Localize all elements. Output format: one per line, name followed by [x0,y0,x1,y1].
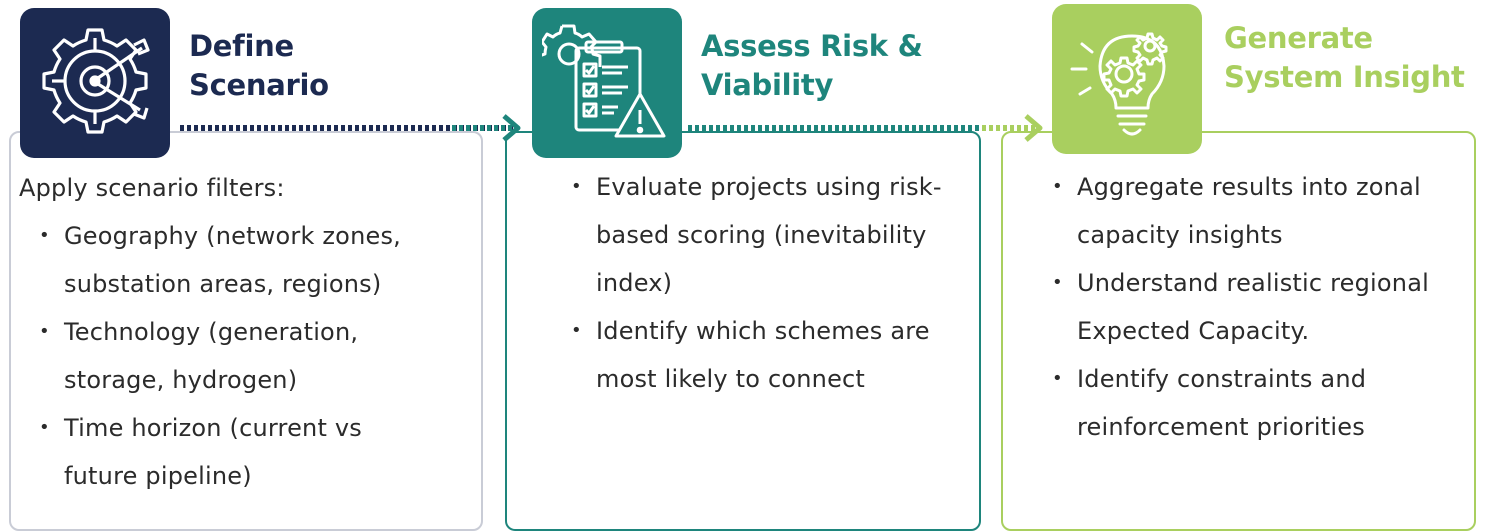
step-2-body: Evaluate projects using risk- based scor… [551,163,971,403]
step-2-icon-box [532,8,682,158]
connector-1-arrow [180,114,521,142]
step-3-icon-box [1052,4,1202,154]
list-item: Technology (generation, storage, hydroge… [19,308,469,404]
step-1-icon-box [20,8,170,158]
checklist-warning-icon [542,24,666,138]
step-3-bullet-list: Aggregate results into zonal capacity in… [1032,163,1472,451]
step-1-bullet-list: Geography (network zones, substation are… [19,212,469,500]
list-item: Identify constraints and reinforcement p… [1032,355,1472,451]
step-1-title: Define Scenario [189,29,329,102]
list-item: Evaluate projects using risk- based scor… [551,163,971,307]
step-1-intro: Apply scenario filters: [19,174,285,202]
step-1-body: Apply scenario filters: Geography (netwo… [19,164,469,500]
step-2-title: Assess Risk & Viability [701,29,923,102]
list-item: Identify which schemes are most likely t… [551,307,971,403]
step-2-bullet-list: Evaluate projects using risk- based scor… [551,163,971,403]
list-item: Aggregate results into zonal capacity in… [1032,163,1472,259]
target-gear-icon [42,28,150,134]
step-3-title: Generate System Insight [1224,21,1465,94]
lightbulb-gears-icon [1070,32,1168,136]
list-item: Geography (network zones, substation are… [19,212,469,308]
step-3-body: Aggregate results into zonal capacity in… [1032,163,1472,451]
list-item: Time horizon (current vs future pipeline… [19,404,469,500]
list-item: Understand realistic regional Expected C… [1032,259,1472,355]
connector-2-arrow [688,114,1043,142]
